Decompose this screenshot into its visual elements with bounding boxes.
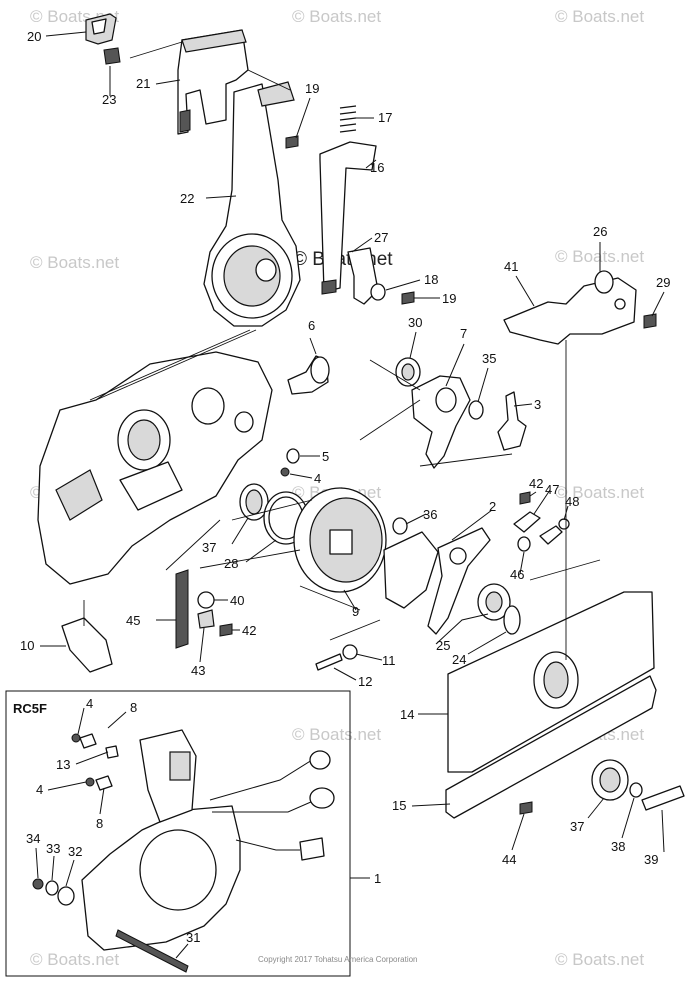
callout-label: 30 xyxy=(408,315,422,330)
callout-label: 1 xyxy=(374,871,381,886)
watermark: © Boats.net xyxy=(555,483,644,502)
part-2 xyxy=(383,527,491,635)
callout-label: 21 xyxy=(136,76,150,91)
part-4 xyxy=(280,467,290,477)
callout-label: 2 xyxy=(489,499,496,514)
part-14 xyxy=(447,591,655,773)
part-36 xyxy=(392,517,408,535)
part-45 xyxy=(175,569,189,649)
callout-label: 44 xyxy=(502,852,516,867)
part-48 xyxy=(558,518,570,530)
callout-label: 35 xyxy=(482,351,496,366)
callout-label: 15 xyxy=(392,798,406,813)
watermark: © Boats.net xyxy=(555,950,644,969)
main-housing xyxy=(37,351,273,585)
watermark: © Boats.net xyxy=(293,249,393,270)
callout-label: 42 xyxy=(242,623,256,638)
inset-rc5f: RC5F xyxy=(5,690,351,977)
callout-label: 8 xyxy=(96,816,103,831)
part-40 xyxy=(197,591,215,609)
callout-label: 37 xyxy=(202,540,216,555)
callout-label: 20 xyxy=(27,29,41,44)
callout-label: 14 xyxy=(400,707,414,722)
callout-label: 17 xyxy=(378,110,392,125)
callout-label: 27 xyxy=(374,230,388,245)
callout-label: 40 xyxy=(230,593,244,608)
callout-label: 4 xyxy=(314,471,321,486)
callout-label: 19 xyxy=(442,291,456,306)
part-46 xyxy=(517,536,531,552)
callout-label: 45 xyxy=(126,613,140,628)
watermark: © Boats.net xyxy=(555,7,644,26)
callout-label: 7 xyxy=(460,326,467,341)
callout-label: 8 xyxy=(130,700,137,715)
part-15 xyxy=(445,675,657,819)
part-35 xyxy=(468,400,484,420)
callout-label: 19 xyxy=(305,81,319,96)
callout-label: 28 xyxy=(224,556,238,571)
callout-label: 48 xyxy=(565,494,579,509)
part-12 xyxy=(315,653,343,671)
watermark: © Boats.net xyxy=(292,7,381,26)
callout-label: 42 xyxy=(529,476,543,491)
callout-label: 41 xyxy=(504,259,518,274)
callout-label: 31 xyxy=(186,930,200,945)
callout-label: 5 xyxy=(322,449,329,464)
part-24 xyxy=(503,605,521,635)
callout-label: 29 xyxy=(656,275,670,290)
part-11 xyxy=(342,644,358,660)
callout-label: 22 xyxy=(180,191,194,206)
watermark: © Boats.net xyxy=(292,725,381,744)
part-9 xyxy=(293,487,387,593)
callout-label: 23 xyxy=(102,92,116,107)
callout-label: 3 xyxy=(534,397,541,412)
callout-label: 43 xyxy=(191,663,205,678)
part-44 xyxy=(519,801,533,815)
callout-label: 13 xyxy=(56,757,70,772)
callout-label: 25 xyxy=(436,638,450,653)
watermark: © Boats.net xyxy=(30,253,119,272)
part-43 xyxy=(197,609,215,629)
callout-label: 34 xyxy=(26,831,40,846)
copyright-notice: Copyright 2017 Tohatsu America Corporati… xyxy=(258,955,418,964)
leader-lines xyxy=(35,31,665,959)
lever-41 xyxy=(503,270,657,345)
callout-numbers: 20 23 21 19 17 16 22 27 18 19 26 41 29 6… xyxy=(20,29,670,945)
inset-label: RC5F xyxy=(13,701,47,716)
callout-label: 6 xyxy=(308,318,315,333)
part-5 xyxy=(286,448,300,464)
part-47 xyxy=(513,511,541,533)
callout-label: 38 xyxy=(611,839,625,854)
part-42b xyxy=(219,623,233,637)
part-3 xyxy=(497,391,527,451)
callout-label: 33 xyxy=(46,841,60,856)
callout-label: 16 xyxy=(370,160,384,175)
callout-label: 11 xyxy=(382,653,396,668)
part-38 xyxy=(629,782,643,798)
callout-label: 47 xyxy=(545,482,559,497)
handle-assembly xyxy=(85,13,415,327)
watermark: © Boats.net xyxy=(30,950,119,969)
part-6 xyxy=(287,355,330,395)
callout-label: 9 xyxy=(352,604,359,619)
part-42 xyxy=(519,491,531,505)
callout-label: 32 xyxy=(68,844,82,859)
callout-label: 37 xyxy=(570,819,584,834)
callout-label: 26 xyxy=(593,224,607,239)
callout-label: 12 xyxy=(358,674,372,689)
callout-label: 4 xyxy=(86,696,93,711)
callout-label: 10 xyxy=(20,638,34,653)
part-10 xyxy=(61,617,113,673)
part-39 xyxy=(641,785,685,811)
callout-label: 46 xyxy=(510,567,524,582)
callout-label: 18 xyxy=(424,272,438,287)
callout-label: 4 xyxy=(36,782,43,797)
callout-label: 24 xyxy=(452,652,466,667)
callout-label: 36 xyxy=(423,507,437,522)
callout-label: 39 xyxy=(644,852,658,867)
